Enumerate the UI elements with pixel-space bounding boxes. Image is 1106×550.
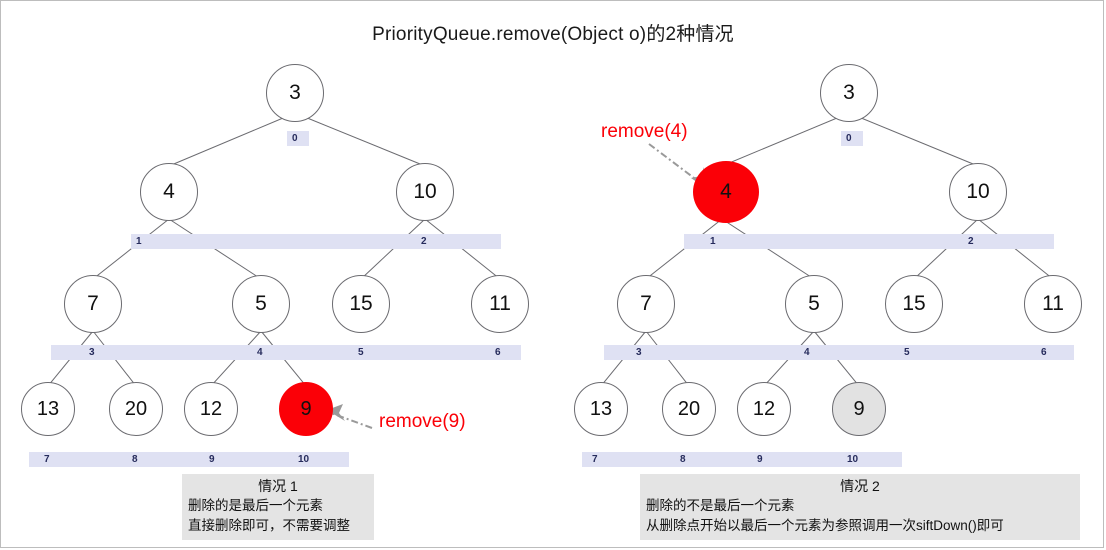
tree-node-removed[interactable]: 4 <box>693 161 759 223</box>
tree-node[interactable]: 20 <box>662 382 716 436</box>
caption-line: 删除的不是最后一个元素 <box>646 498 795 513</box>
node-index: 0 <box>846 133 852 144</box>
node-index: 6 <box>495 347 501 358</box>
caption-title: 情况 1 <box>258 478 298 494</box>
node-index: 1 <box>136 236 142 247</box>
node-index: 4 <box>257 347 263 358</box>
node-index: 10 <box>847 454 859 465</box>
node-index: 9 <box>757 454 763 465</box>
remove-pointer-left <box>327 404 373 429</box>
node-index: 5 <box>358 347 364 358</box>
tree-node-removed[interactable]: 9 <box>279 382 333 436</box>
tree-node[interactable]: 3 <box>820 64 878 122</box>
remove-call-label-left: remove(9) <box>379 411 466 432</box>
case-caption-left: 情况 1 删除的是最后一个元素 直接删除即可，不需要调整 <box>182 474 374 540</box>
case-caption-right: 情况 2 删除的不是最后一个元素 从删除点开始以最后一个元素为参照调用一次sif… <box>640 474 1080 540</box>
caption-line: 删除的是最后一个元素 <box>188 498 323 513</box>
node-index: 7 <box>44 454 50 465</box>
caption-line: 从删除点开始以最后一个元素为参照调用一次siftDown()即可 <box>646 518 1004 533</box>
index-bar-row0 <box>287 131 309 146</box>
index-bar-row2 <box>51 345 521 360</box>
node-index: 2 <box>968 236 974 247</box>
node-index: 6 <box>1041 347 1047 358</box>
tree-node[interactable]: 7 <box>617 275 675 333</box>
tree-node-last[interactable]: 9 <box>832 382 886 436</box>
node-index: 5 <box>904 347 910 358</box>
index-bar-row0 <box>841 131 863 146</box>
caption-line: 直接删除即可，不需要调整 <box>188 518 350 533</box>
node-index: 8 <box>132 454 138 465</box>
node-index: 9 <box>209 454 215 465</box>
remove-call-label-right: remove(4) <box>601 121 688 142</box>
tree-node[interactable]: 15 <box>332 275 390 333</box>
tree-node[interactable]: 12 <box>184 382 238 436</box>
index-bar-row3 <box>29 452 349 467</box>
index-bar-row3 <box>582 452 902 467</box>
index-bar-row2 <box>604 345 1074 360</box>
caption-title: 情况 2 <box>840 478 880 494</box>
tree-node[interactable]: 5 <box>785 275 843 333</box>
node-index: 0 <box>292 133 298 144</box>
node-index: 3 <box>89 347 95 358</box>
tree-node[interactable]: 3 <box>266 64 324 122</box>
tree-node[interactable]: 11 <box>1024 275 1082 333</box>
index-bar-row1 <box>684 234 1054 249</box>
tree-node[interactable]: 7 <box>64 275 122 333</box>
tree-node[interactable]: 4 <box>140 163 198 221</box>
node-index: 1 <box>710 236 716 247</box>
tree-node[interactable]: 20 <box>109 382 163 436</box>
node-index: 4 <box>804 347 810 358</box>
tree-node[interactable]: 13 <box>574 382 628 436</box>
tree-node[interactable]: 12 <box>737 382 791 436</box>
node-index: 7 <box>592 454 598 465</box>
tree-case-2: 3 4 10 7 5 15 11 13 20 12 9 0 1 2 3 4 5 … <box>554 1 1103 547</box>
tree-node[interactable]: 13 <box>21 382 75 436</box>
tree-node[interactable]: 10 <box>949 163 1007 221</box>
tree-node[interactable]: 11 <box>471 275 529 333</box>
tree-node[interactable]: 5 <box>232 275 290 333</box>
index-bar-row1 <box>131 234 501 249</box>
node-index: 2 <box>421 236 427 247</box>
tree-case-1: 3 4 10 7 5 15 11 13 20 12 9 0 1 2 3 4 5 … <box>1 1 554 547</box>
node-index: 3 <box>636 347 642 358</box>
page-title: PriorityQueue.remove(Object o)的2种情况 <box>372 24 734 45</box>
node-index: 10 <box>298 454 310 465</box>
tree-node[interactable]: 10 <box>396 163 454 221</box>
node-index: 8 <box>680 454 686 465</box>
tree-node[interactable]: 15 <box>885 275 943 333</box>
